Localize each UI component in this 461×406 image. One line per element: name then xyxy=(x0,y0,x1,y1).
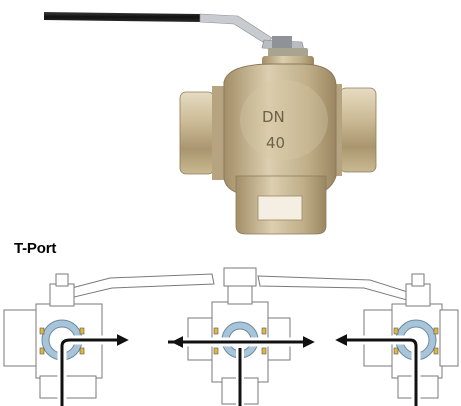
diagram-center xyxy=(166,267,315,406)
valve-photo: DN 40 xyxy=(44,12,377,235)
flow-arrow-left xyxy=(60,334,129,406)
diagram-right xyxy=(335,273,459,406)
diagram-left xyxy=(3,273,129,406)
lever-handle xyxy=(44,12,305,51)
bottom-port xyxy=(235,175,327,235)
marking-line2: 40 xyxy=(266,134,285,152)
size-marking: DN 40 xyxy=(262,108,285,152)
left-port xyxy=(179,86,226,180)
marking-line1: DN xyxy=(262,108,285,126)
tport-schematics xyxy=(3,267,459,406)
section-title: T-Port xyxy=(14,240,57,257)
